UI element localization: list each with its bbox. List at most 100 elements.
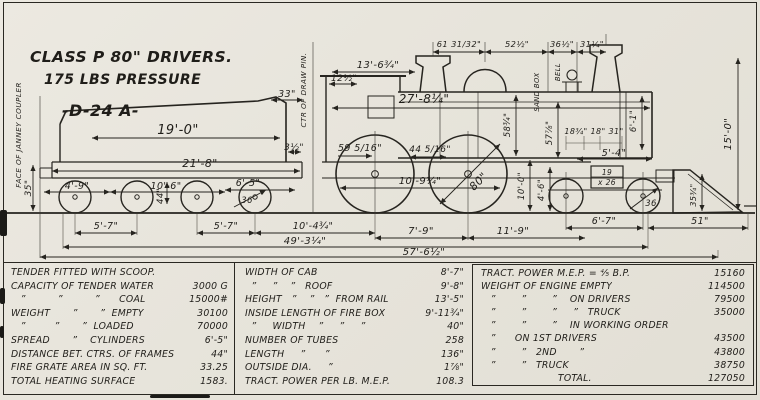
title-class-number: -D-24 A- xyxy=(62,101,139,120)
dim-44: 44" xyxy=(156,188,166,204)
dim-7-9: 7'-9" xyxy=(408,226,434,237)
spec-label: ” ” 2ND ” xyxy=(481,346,585,358)
spec-value: 15000# xyxy=(189,294,228,306)
spec-value: 108.3 xyxy=(436,375,464,387)
spec-row: SPREAD ” CYLINDERS 6'-5" xyxy=(11,334,228,348)
dim-52: 52½" xyxy=(505,39,529,49)
spec-label: ” ” ” ” TRUCK xyxy=(481,307,621,319)
dim-13-6: 13'-6¾" xyxy=(357,60,400,71)
pilot-height: 35¾" xyxy=(689,183,698,206)
spec-value: 127050 xyxy=(708,372,745,384)
spec-value: 35000 xyxy=(714,307,745,319)
spec-row: ” ” 2ND ” 43800 xyxy=(481,346,745,359)
dim-59: 59 5/16" xyxy=(338,143,382,154)
spec-label: OUTSIDE DIA. ” xyxy=(245,362,333,374)
spec-label: TRACT. POWER M.E.P. = ⅘ B.P. xyxy=(481,268,631,279)
spec-value: 8'-7" xyxy=(440,267,464,278)
spec-value: 15160 xyxy=(714,268,745,279)
extension-ticks xyxy=(62,136,749,258)
dim-33: 33" xyxy=(278,89,296,100)
spec-row: TOTAL.127050 xyxy=(481,372,745,385)
spec-value xyxy=(224,266,228,280)
dimension-lines xyxy=(30,49,748,260)
scan-artifact xyxy=(0,288,5,304)
spec-value: 43500 xyxy=(714,333,745,345)
spec-value: 3000 G xyxy=(192,280,228,292)
spec-value: 38750 xyxy=(714,359,745,371)
spec-label: ” ” ” COAL xyxy=(11,294,146,306)
dim-36-half: 36½" xyxy=(550,39,574,49)
spec-value: 40" xyxy=(447,321,464,333)
dim-11-9: 11'-9" xyxy=(497,226,529,237)
sand-box-label: SAND BOX xyxy=(533,72,541,111)
spec-label: TENDER FITTED WITH SCOOP. xyxy=(11,267,156,278)
spec-row: ” ” ” IN WORKING ORDER xyxy=(481,319,745,332)
spec-label: WIDTH OF CAB xyxy=(245,267,318,278)
dim-12-5: 12½" xyxy=(331,74,357,84)
spec-value: 6'-5" xyxy=(204,334,228,346)
spec-label: DISTANCE BET. CTRS. OF FRAMES xyxy=(11,348,175,360)
spec-label: WEIGHT ” ” EMPTY xyxy=(11,307,144,319)
draw-pin-label: CTR OF DRAW PIN. xyxy=(299,52,308,127)
spec-label: ” ” ” LOADED xyxy=(11,321,134,333)
spec-row: LENGTH ” ”136" xyxy=(245,348,464,362)
spec-row: TRACT. POWER M.E.P. = ⅘ B.P. 15160 xyxy=(481,267,745,280)
dim-15-0: 15'-0" xyxy=(723,118,734,150)
tender-wheel-dia: 36 xyxy=(241,196,253,206)
truck-wheel-dia: 36 xyxy=(645,199,657,209)
smokebox-segments: 18¾" 18" 31" xyxy=(564,127,623,136)
dim-44-5: 44 5/16" xyxy=(409,145,451,155)
spec-value: 114500 xyxy=(708,281,745,293)
scan-artifact xyxy=(0,210,7,236)
spec-row: ” ” TRUCK 38750 xyxy=(481,359,745,372)
spec-label: FIRE GRATE AREA IN SQ. FT. xyxy=(11,362,148,374)
dim-61: 61 31/32" xyxy=(437,39,482,49)
spec-row: TENDER FITTED WITH SCOOP. xyxy=(11,266,228,280)
cylinder-bore: 19 xyxy=(602,168,612,177)
scan-artifact xyxy=(150,395,210,398)
dim-57-6: 57'-6½" xyxy=(403,246,446,258)
spec-row: OUTSIDE DIA. ”1⅞" xyxy=(245,361,464,375)
bell-label: BELL xyxy=(554,63,562,81)
spec-label: ” ” TRUCK xyxy=(481,359,569,371)
spec-row: ” ” ” COAL 15000# xyxy=(11,293,228,307)
dim-57: 57⅞" xyxy=(545,121,555,146)
spec-table: TENDER FITTED WITH SCOOP. CAPACITY OF TE… xyxy=(3,262,757,395)
dim-10-4: 10'-4¾" xyxy=(293,221,334,232)
dim-51: 51" xyxy=(691,216,709,227)
cylinder-stroke: x 26 xyxy=(597,178,616,187)
spec-label: TOTAL HEATING SURFACE xyxy=(11,375,136,387)
spec-value: 1583. xyxy=(200,375,228,387)
spec-value: 43800 xyxy=(714,346,745,358)
spec-value: 13'-5" xyxy=(434,294,464,306)
dim-10-0: 10'-0" xyxy=(517,172,527,200)
dim-35: 35" xyxy=(24,180,34,197)
dim-4-9: 4'-9" xyxy=(65,181,90,192)
dim-31: 31¼" xyxy=(580,39,604,49)
dim-10-9: 10'-9¼" xyxy=(399,175,442,187)
spec-label: ” ” ” IN WORKING ORDER xyxy=(481,320,669,332)
spec-label: ” ” ” ROOF xyxy=(245,280,333,292)
spec-label: LENGTH ” ” xyxy=(245,348,330,360)
spec-label: ” WIDTH ” ” ” xyxy=(245,321,366,333)
spec-row: WIDTH OF CAB 8'-7" xyxy=(245,266,464,280)
spec-label: TRACT. POWER PER LB. M.E.P. xyxy=(245,375,391,387)
spec-label: ” ON 1ST DRIVERS xyxy=(481,333,598,345)
dim-6-1: 6'-1" xyxy=(629,110,639,132)
dim-6-5: 6'-5" xyxy=(236,178,261,189)
spec-row: ” ON 1ST DRIVERS 43500 xyxy=(481,332,745,345)
dim-58: 58¾" xyxy=(503,113,513,138)
spec-col-weights: TRACT. POWER M.E.P. = ⅘ B.P. 15160 WEIGHT… xyxy=(472,264,754,386)
spec-value: 79500 xyxy=(714,294,745,306)
spec-row: FIRE GRATE AREA IN SQ. FT.33.25 xyxy=(11,361,228,375)
spec-label: SPREAD ” CYLINDERS xyxy=(11,334,145,346)
